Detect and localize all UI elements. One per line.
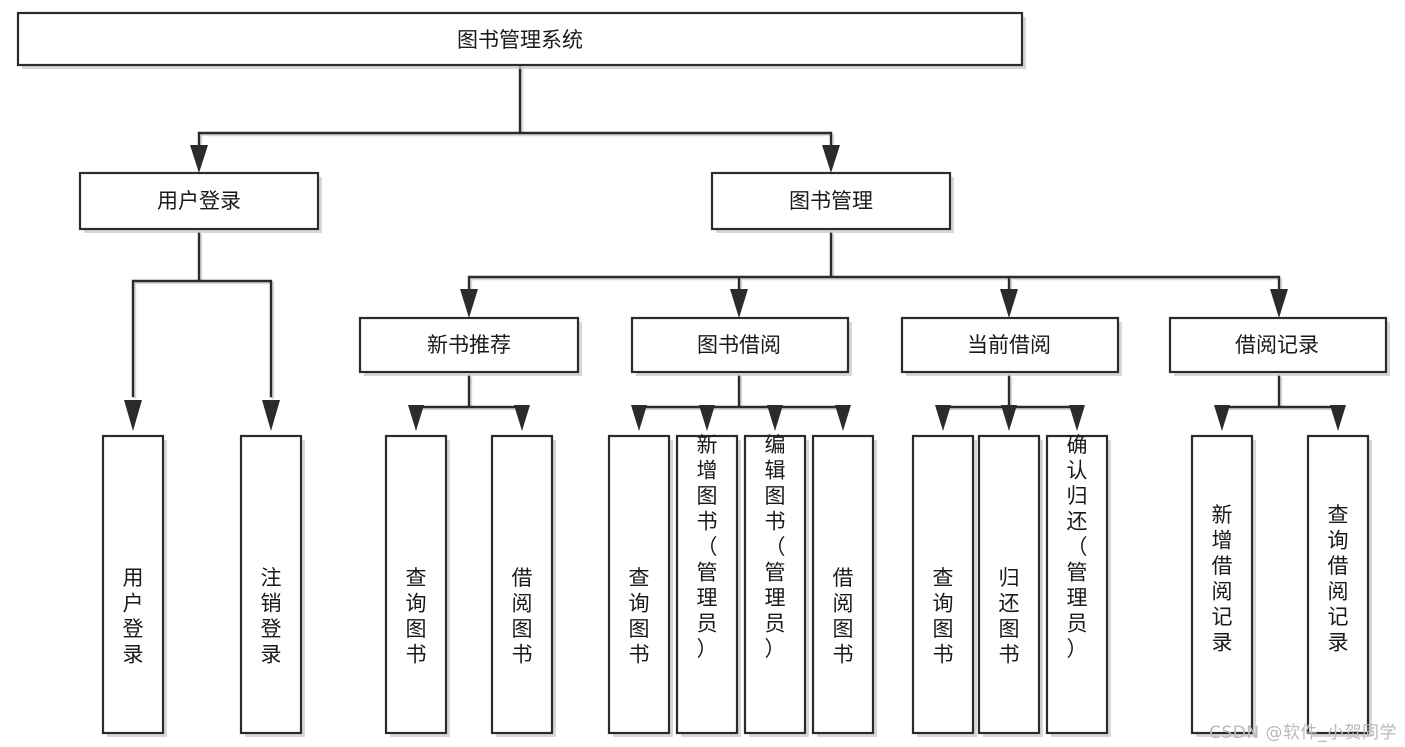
leaf-br-add-record[interactable]: 新增借阅记录 [1190, 434, 1256, 737]
node-root[interactable]: 图书管理系统 [16, 11, 1026, 69]
arrow-head-leaf-user-login [124, 400, 142, 431]
arrow-head-current-borrow [1000, 289, 1018, 318]
leaf-bb-add-book[interactable]: 新增图书（管理员） [675, 433, 741, 737]
leaf-bb-query-book-box[interactable] [607, 434, 671, 735]
leaf-br-add-record-box[interactable] [1190, 434, 1254, 735]
leaf-logout-label: 注销登录 [261, 566, 282, 667]
node-user-login-label: 用户登录 [157, 189, 241, 213]
node-book-manage-label: 图书管理 [789, 189, 873, 213]
leaf-cb-confirm-return[interactable]: 确认归还（管理员） [1045, 433, 1111, 737]
node-user-login[interactable]: 用户登录 [78, 171, 322, 233]
leaf-nb-borrow-book-box[interactable] [490, 434, 554, 735]
leaf-nb-query-book-label: 查询图书 [406, 566, 427, 667]
leaf-cb-return-book-box[interactable] [977, 434, 1041, 735]
leaf-bb-add-book-box[interactable] [675, 434, 739, 735]
leaf-nb-borrow-book[interactable]: 借阅图书 [490, 434, 556, 737]
arrow-head-br-add [1214, 405, 1230, 431]
leaf-bb-borrow-book[interactable]: 借阅图书 [811, 434, 877, 737]
node-new-book-recommend[interactable]: 新书推荐 [358, 316, 582, 376]
arrow-head-cb-return [1001, 405, 1017, 431]
node-current-borrow-box[interactable] [900, 316, 1120, 374]
node-root-box[interactable] [16, 11, 1024, 67]
leaf-nb-borrow-book-label: 借阅图书 [512, 566, 533, 667]
connector-bookmanage-to-level3 [460, 231, 1288, 318]
leaf-br-query-record-box[interactable] [1306, 434, 1370, 735]
node-borrow-record-label: 借阅记录 [1235, 333, 1319, 357]
leaf-cb-query-book[interactable]: 查询图书 [911, 434, 977, 737]
arrow-head-new-book [460, 289, 478, 318]
arrow-head-nb-query [408, 405, 424, 431]
arrow-head-bb-query [631, 405, 647, 431]
leaf-cb-return-book-label: 归还图书 [999, 566, 1020, 667]
leaf-logout-box[interactable] [239, 434, 303, 735]
leaf-bb-add-book-label: 新增图书（管理员） [697, 433, 718, 661]
node-current-borrow-label: 当前借阅 [967, 333, 1051, 357]
leaf-cb-query-book-label: 查询图书 [933, 566, 954, 667]
connector-userlogin-to-leaves [124, 231, 280, 431]
node-book-manage[interactable]: 图书管理 [710, 171, 954, 233]
leaf-bb-edit-book-box[interactable] [743, 434, 807, 735]
leaf-bb-edit-book[interactable]: 编辑图书（管理员） [743, 433, 809, 737]
arrow-head-user-login [190, 145, 208, 173]
leaf-br-add-record-label: 新增借阅记录 [1212, 503, 1233, 655]
arrow-head-br-query [1330, 405, 1346, 431]
connector-bookborrow-to-leaves [631, 374, 851, 431]
arrow-head-bb-add [699, 405, 715, 431]
leaf-bb-query-book-label: 查询图书 [629, 566, 650, 667]
connector-layer [124, 64, 1346, 431]
node-borrow-record[interactable]: 借阅记录 [1168, 316, 1390, 376]
leaf-br-query-record-label: 查询借阅记录 [1328, 503, 1349, 655]
leaf-bb-edit-book-label: 编辑图书（管理员） [765, 433, 786, 661]
arrow-head-bb-borrow [835, 405, 851, 431]
node-book-manage-box[interactable] [710, 171, 952, 231]
arrow-head-nb-borrow [514, 405, 530, 431]
node-borrow-record-box[interactable] [1168, 316, 1388, 374]
leaf-br-query-record[interactable]: 查询借阅记录 [1306, 434, 1372, 737]
leaf-user-login-label: 用户登录 [123, 566, 144, 667]
node-book-borrow[interactable]: 图书借阅 [630, 316, 852, 376]
arrow-head-book-manage [822, 145, 840, 173]
arrow-head-cb-query [935, 405, 951, 431]
arrow-head-leaf-logout [262, 400, 280, 431]
connector-borrowrecord-to-leaves [1214, 374, 1346, 431]
leaf-user-login[interactable]: 用户登录 [101, 434, 167, 737]
leaf-nb-query-book[interactable]: 查询图书 [384, 434, 450, 737]
arrow-head-bb-edit [767, 405, 783, 431]
connector-currentborrow-to-leaves [935, 374, 1085, 431]
node-new-book-recommend-label: 新书推荐 [427, 333, 511, 357]
node-user-login-box[interactable] [78, 171, 320, 231]
arrow-head-book-borrow [730, 289, 748, 318]
node-root-label: 图书管理系统 [457, 28, 583, 52]
node-new-book-recommend-box[interactable] [358, 316, 580, 374]
arrow-head-borrow-record [1270, 289, 1288, 318]
leaf-cb-confirm-return-label: 确认归还（管理员） [1067, 433, 1088, 661]
leaf-cb-confirm-return-box[interactable] [1045, 434, 1109, 735]
leaf-nb-query-book-box[interactable] [384, 434, 448, 735]
leaf-bb-query-book[interactable]: 查询图书 [607, 434, 673, 737]
leaf-bb-borrow-book-box[interactable] [811, 434, 875, 735]
leaf-logout[interactable]: 注销登录 [239, 434, 305, 737]
leaf-cb-return-book[interactable]: 归还图书 [977, 434, 1043, 737]
node-book-borrow-box[interactable] [630, 316, 850, 374]
node-book-borrow-label: 图书借阅 [697, 333, 781, 357]
leaf-user-login-box[interactable] [101, 434, 165, 735]
connector-newbook-to-leaves [408, 374, 530, 431]
connector-root-to-level2 [190, 64, 840, 173]
node-current-borrow[interactable]: 当前借阅 [900, 316, 1122, 376]
leaf-bb-borrow-book-label: 借阅图书 [833, 566, 854, 667]
leaf-cb-query-book-box[interactable] [911, 434, 975, 735]
arrow-head-cb-confirm [1069, 405, 1085, 431]
